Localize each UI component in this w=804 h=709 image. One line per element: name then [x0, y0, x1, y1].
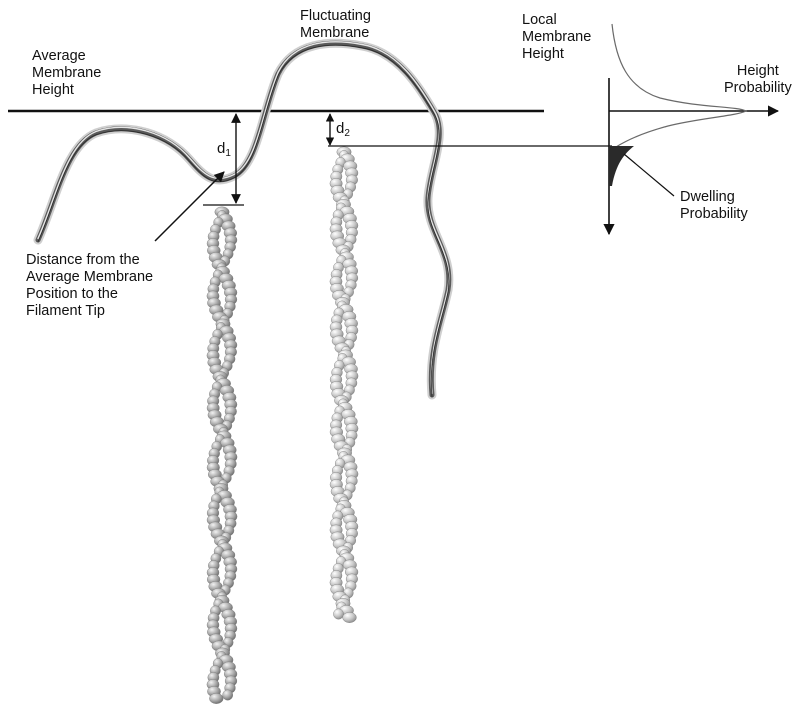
- d2-label: d2: [336, 120, 350, 139]
- dwelling-probability-label: Dwelling Probability: [680, 189, 748, 222]
- height-probability-curve: [611, 23, 748, 148]
- filament-bead: [222, 689, 233, 701]
- fluctuating-membrane-curve: [33, 38, 454, 400]
- filament-bead: [333, 608, 344, 620]
- local-membrane-height-label: Local Membrane Height: [522, 12, 592, 62]
- distance-caption-label: Distance from the Average Membrane Posit…: [26, 252, 154, 319]
- filament-bead: [342, 612, 357, 623]
- d1-label: d1: [217, 140, 231, 159]
- actin-filament-2: [329, 146, 359, 623]
- actin-filament-1: [206, 206, 238, 704]
- filament-bead: [209, 693, 224, 704]
- dwelling-pointer-line: [623, 153, 675, 197]
- average-membrane-height-label: Average Membrane Height: [32, 48, 102, 98]
- dwelling-probability-area: [609, 146, 634, 186]
- distance-pointer-arrow: [154, 171, 225, 242]
- height-probability-label: Height Probability: [724, 63, 792, 96]
- fluctuating-membrane-label: Fluctuating Membrane: [300, 8, 371, 41]
